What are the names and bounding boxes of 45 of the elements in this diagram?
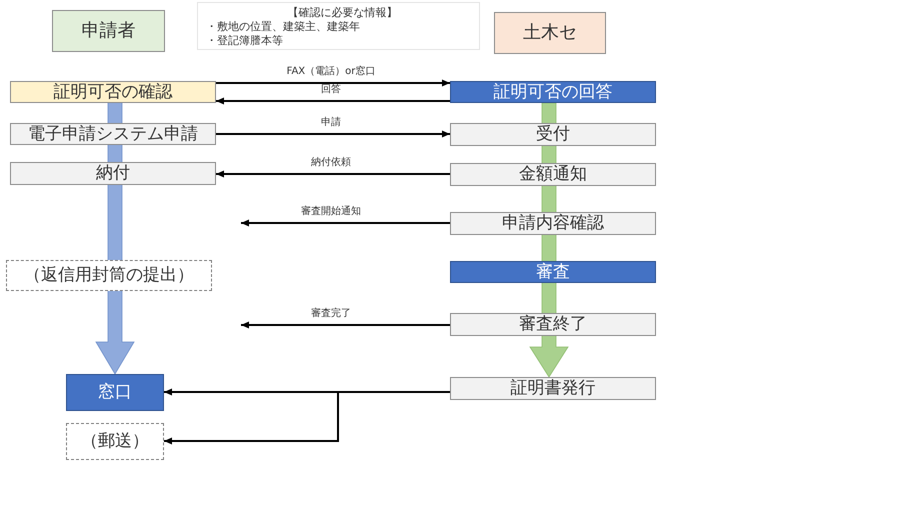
process-box — [10, 81, 216, 103]
node-label: （返信用封筒の提出） — [24, 266, 194, 285]
edge-label: 審査開始通知 — [299, 206, 363, 217]
process-box — [450, 313, 656, 336]
edge-label: 回答 — [319, 84, 343, 95]
actor-header-box — [52, 10, 165, 52]
process-box — [450, 212, 656, 235]
optional-step-box — [6, 260, 212, 291]
info-note-box — [197, 2, 480, 50]
bullet-text: ・登記簿謄本等 — [206, 34, 283, 48]
node-label: 申請者 — [82, 21, 136, 41]
node-label: 審査 — [536, 262, 570, 282]
node-label: 証明可否の回答 — [494, 82, 612, 102]
optional-step-box — [66, 423, 164, 460]
actor-header-box — [494, 12, 606, 54]
arrow — [241, 322, 450, 328]
process-box — [450, 163, 656, 186]
node-label: 電子申請システム申請 — [28, 124, 198, 144]
arrow — [216, 130, 450, 138]
edge-label: 納付依頼 — [309, 157, 353, 168]
process-box — [10, 162, 216, 185]
process-box — [450, 377, 656, 400]
process-box — [450, 261, 656, 283]
node-label: 金額通知 — [519, 165, 587, 184]
node-label: 受付 — [536, 125, 570, 144]
node-label: 申請内容確認 — [502, 214, 604, 233]
process-box — [66, 374, 164, 411]
process-box — [450, 123, 656, 146]
node-label: （郵送） — [81, 432, 149, 451]
bullet-text: ・敷地の位置、建築主、建築年 — [206, 20, 360, 34]
node-label: 審査終了 — [519, 315, 587, 334]
node-label: 窓口 — [98, 383, 132, 402]
process-box — [450, 81, 656, 103]
arrow — [216, 98, 450, 104]
node-label: 納付 — [96, 164, 130, 183]
process-box — [10, 123, 216, 145]
arrow — [216, 170, 450, 178]
node-label: 土木セ — [523, 23, 577, 43]
edge-label: 申請 — [319, 117, 343, 128]
arrow — [241, 220, 450, 226]
note-heading: 【確認に必要な情報】 — [288, 6, 398, 20]
elbow-arrow — [164, 391, 450, 444]
arrow — [216, 80, 450, 86]
node-label: 証明可否の確認 — [54, 82, 172, 102]
node-label: 証明書発行 — [510, 379, 596, 398]
